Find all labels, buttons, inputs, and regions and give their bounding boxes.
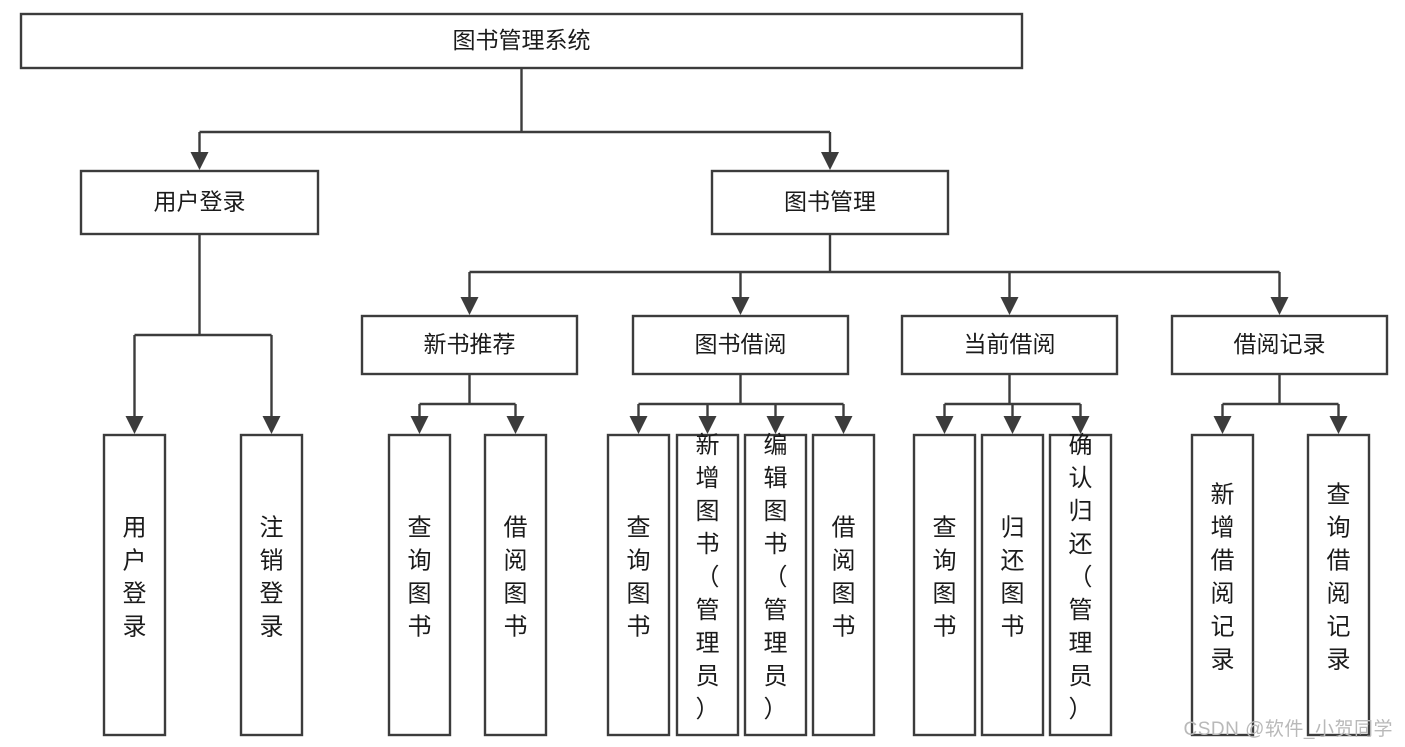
node-label-leaf-add-borrow-record: 新增借阅记录 bbox=[1211, 482, 1235, 674]
connector-group-book-manage bbox=[460, 234, 1289, 315]
arrow-head-icon bbox=[1213, 416, 1232, 434]
node-label-leaf-add-book-admin: 新增图书（管理员） bbox=[696, 432, 720, 723]
node-label-leaf-query-book-borrow: 查询图书 bbox=[627, 515, 651, 641]
node-book-borrow[interactable]: 图书借阅 bbox=[631, 314, 850, 376]
node-leaf-query-book-recommend[interactable]: 查询图书 bbox=[387, 433, 452, 737]
node-leaf-borrow-book-recommend[interactable]: 借阅图书 bbox=[483, 433, 548, 737]
node-box-current-borrow bbox=[900, 314, 1119, 376]
arrow-head-icon bbox=[460, 297, 479, 315]
node-box-leaf-query-book-recommend bbox=[387, 433, 452, 737]
node-label-leaf-user-logout: 注销登录 bbox=[260, 515, 284, 641]
arrow-head-icon bbox=[629, 416, 648, 434]
node-label-new-book-recommend: 新书推荐 bbox=[424, 331, 516, 357]
node-box-leaf-user-login bbox=[102, 433, 167, 737]
connector-group-root bbox=[190, 68, 839, 170]
node-box-leaf-edit-book-admin bbox=[743, 433, 808, 737]
node-leaf-return-book[interactable]: 归还图书 bbox=[980, 433, 1045, 737]
csdn-watermark: CSDN @软件_小贺同学 bbox=[1183, 719, 1393, 740]
arrow-head-icon bbox=[1071, 416, 1090, 434]
node-box-borrow-records bbox=[1170, 314, 1389, 376]
connector-group-book-borrow bbox=[629, 374, 853, 434]
node-label-leaf-query-borrow-record: 查询借阅记录 bbox=[1327, 482, 1351, 674]
node-label-leaf-confirm-return-admin: 确认归还（管理员） bbox=[1069, 432, 1093, 723]
node-borrow-records[interactable]: 借阅记录 bbox=[1170, 314, 1389, 376]
node-leaf-edit-book-admin[interactable]: 编辑图书（管理员） bbox=[743, 432, 808, 737]
node-user-login[interactable]: 用户登录 bbox=[79, 169, 320, 236]
arrow-head-icon bbox=[1270, 297, 1289, 315]
node-box-leaf-borrow-book bbox=[811, 433, 876, 737]
node-box-leaf-add-borrow-record bbox=[1190, 433, 1255, 737]
node-leaf-confirm-return-admin[interactable]: 确认归还（管理员） bbox=[1048, 432, 1113, 737]
arrow-head-icon bbox=[125, 416, 144, 434]
arrow-head-icon bbox=[834, 416, 853, 434]
node-label-user-login: 用户登录 bbox=[154, 189, 246, 215]
connector-group-borrow-records bbox=[1213, 374, 1348, 434]
node-box-root bbox=[19, 12, 1024, 70]
node-leaf-user-logout[interactable]: 注销登录 bbox=[239, 433, 304, 737]
node-label-current-borrow: 当前借阅 bbox=[964, 331, 1056, 357]
node-label-leaf-return-book: 归还图书 bbox=[1001, 515, 1025, 641]
arrow-head-icon bbox=[262, 416, 281, 434]
node-leaf-add-book-admin[interactable]: 新增图书（管理员） bbox=[675, 432, 740, 737]
arrow-head-icon bbox=[1000, 297, 1019, 315]
node-label-leaf-query-book-recommend: 查询图书 bbox=[408, 515, 432, 641]
node-leaf-user-login[interactable]: 用户登录 bbox=[102, 433, 167, 737]
node-box-user-login bbox=[79, 169, 320, 236]
arrow-head-icon bbox=[1329, 416, 1348, 434]
arrow-head-icon bbox=[190, 152, 209, 170]
node-label-book-manage: 图书管理 bbox=[784, 189, 876, 215]
node-label-leaf-borrow-book: 借阅图书 bbox=[832, 515, 856, 641]
node-book-manage[interactable]: 图书管理 bbox=[710, 169, 950, 236]
node-leaf-add-borrow-record[interactable]: 新增借阅记录 bbox=[1190, 433, 1255, 737]
node-box-book-borrow bbox=[631, 314, 850, 376]
node-label-borrow-records: 借阅记录 bbox=[1234, 331, 1326, 357]
node-label-leaf-borrow-book-recommend: 借阅图书 bbox=[504, 515, 528, 641]
node-box-book-manage bbox=[710, 169, 950, 236]
node-current-borrow[interactable]: 当前借阅 bbox=[900, 314, 1119, 376]
node-leaf-query-book-current[interactable]: 查询图书 bbox=[912, 433, 977, 737]
node-label-leaf-edit-book-admin: 编辑图书（管理员） bbox=[764, 432, 788, 723]
node-leaf-query-borrow-record[interactable]: 查询借阅记录 bbox=[1306, 433, 1371, 737]
node-label-root: 图书管理系统 bbox=[453, 27, 591, 53]
node-box-leaf-add-book-admin bbox=[675, 433, 740, 737]
node-label-leaf-user-login: 用户登录 bbox=[123, 515, 147, 641]
node-box-leaf-query-borrow-record bbox=[1306, 433, 1371, 737]
node-new-book-recommend[interactable]: 新书推荐 bbox=[360, 314, 579, 376]
arrow-head-icon bbox=[821, 152, 839, 170]
node-layer: 图书管理系统用户登录图书管理新书推荐图书借阅当前借阅借阅记录用户登录注销登录查询… bbox=[19, 12, 1389, 737]
node-box-leaf-user-logout bbox=[239, 433, 304, 737]
node-label-book-borrow: 图书借阅 bbox=[695, 331, 787, 357]
node-box-leaf-query-book-current bbox=[912, 433, 977, 737]
connector-group-current-borrow bbox=[935, 374, 1090, 434]
arrow-head-icon bbox=[731, 297, 750, 315]
node-box-leaf-borrow-book-recommend bbox=[483, 433, 548, 737]
arrow-head-icon bbox=[698, 416, 717, 434]
arrow-head-icon bbox=[935, 416, 954, 434]
node-box-leaf-confirm-return-admin bbox=[1048, 433, 1113, 737]
node-root[interactable]: 图书管理系统 bbox=[19, 12, 1024, 70]
node-leaf-query-book-borrow[interactable]: 查询图书 bbox=[606, 433, 671, 737]
node-label-leaf-query-book-current: 查询图书 bbox=[933, 515, 957, 641]
node-box-leaf-return-book bbox=[980, 433, 1045, 737]
connector-layer bbox=[125, 68, 1348, 434]
arrow-head-icon bbox=[410, 416, 429, 434]
arrow-head-icon bbox=[506, 416, 525, 434]
arrow-head-icon bbox=[1003, 416, 1022, 434]
node-leaf-borrow-book[interactable]: 借阅图书 bbox=[811, 433, 876, 737]
connector-group-new-book-recommend bbox=[410, 374, 525, 434]
node-box-leaf-query-book-borrow bbox=[606, 433, 671, 737]
node-box-new-book-recommend bbox=[360, 314, 579, 376]
connector-group-user-login bbox=[125, 234, 281, 434]
arrow-head-icon bbox=[766, 416, 785, 434]
